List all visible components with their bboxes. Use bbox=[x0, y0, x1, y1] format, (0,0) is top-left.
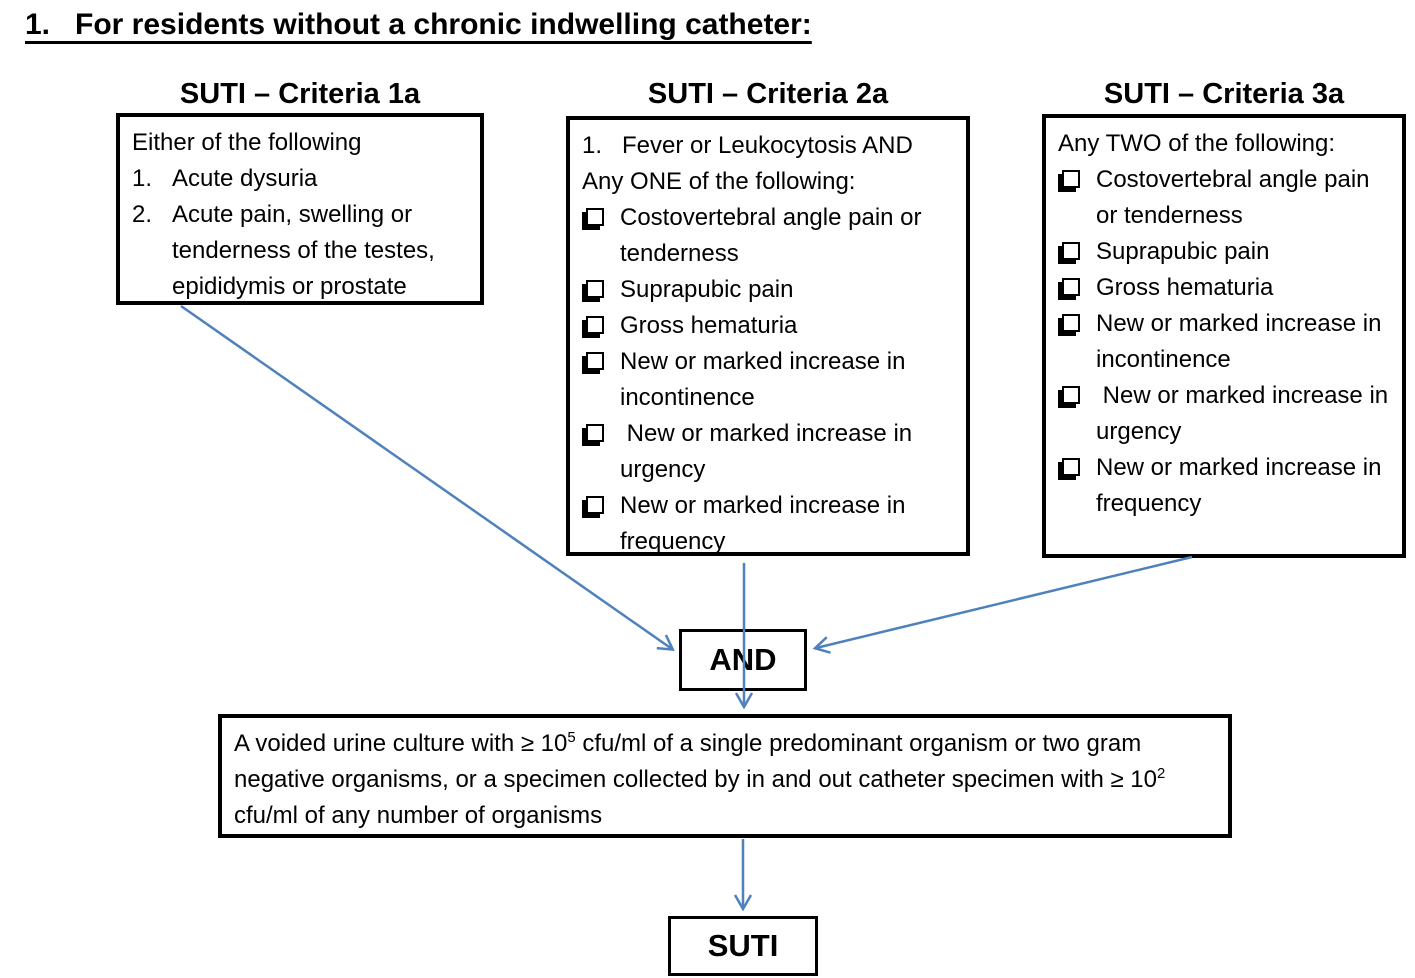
checkbox-icon bbox=[586, 208, 604, 226]
checklist-item-text: New or marked increase in incontinence bbox=[620, 348, 913, 411]
list-item-number: 2. bbox=[132, 201, 153, 228]
checklist-item: Costovertebral angle pain or tenderness bbox=[1058, 162, 1390, 234]
checklist-item: New or marked increase in frequency bbox=[1058, 450, 1390, 522]
list-item-number: 1. bbox=[132, 165, 153, 192]
checklist-item: Suprapubic pain bbox=[582, 272, 954, 308]
checkbox-icon bbox=[586, 280, 604, 298]
criteria1-intro: Either of the following bbox=[132, 129, 362, 156]
culture-text-part3: cfu/ml of any number of organisms bbox=[234, 766, 1172, 829]
arrow-criteria3-to-and bbox=[816, 555, 1193, 648]
checklist-item-text: Costovertebral angle pain or tenderness bbox=[1096, 166, 1377, 229]
checkbox-icon bbox=[1062, 242, 1080, 260]
criteria3-intro: Any TWO of the following: bbox=[1058, 130, 1336, 157]
culture-text-part1: A voided urine culture with ≥ 10 bbox=[234, 730, 568, 757]
suti-label: SUTI bbox=[707, 928, 779, 963]
and-label: AND bbox=[709, 642, 777, 677]
criteria2-checklist: Costovertebral angle pain or tenderness … bbox=[582, 200, 954, 560]
culture-text: A voided urine culture with ≥ 105 cfu/ml… bbox=[222, 718, 1228, 842]
checklist-item: Suprapubic pain bbox=[1058, 234, 1390, 270]
numbered-list-item: 2. Acute pain, swelling or tenderness of… bbox=[132, 197, 468, 305]
suti-box: SUTI bbox=[668, 916, 818, 976]
list-item-text: Acute dysuria bbox=[172, 165, 318, 192]
criteria1-box: Either of the following 1. Acute dysuria… bbox=[116, 113, 484, 305]
checklist-item-text: New or marked increase in urgency bbox=[620, 420, 919, 483]
checklist-item-text: Suprapubic pain bbox=[1096, 238, 1270, 265]
checkbox-icon bbox=[586, 424, 604, 442]
criteria3-checklist: Costovertebral angle pain or tenderness … bbox=[1058, 162, 1390, 522]
checkbox-icon bbox=[586, 316, 604, 334]
checklist-item: New or marked increase in incontinence bbox=[582, 344, 954, 416]
checklist-item-text: New or marked increase in frequency bbox=[1096, 454, 1389, 517]
criteria3-header: SUTI – Criteria 3a bbox=[1103, 78, 1345, 110]
checklist-item-text: New or marked increase in urgency bbox=[1096, 382, 1395, 445]
checklist-item: New or marked increase in incontinence bbox=[1058, 306, 1390, 378]
criteria2-line2: Any ONE of the following: bbox=[582, 168, 856, 195]
checklist-item: New or marked increase in urgency bbox=[1058, 378, 1390, 450]
criteria2-box: 1. Fever or Leukocytosis AND Any ONE of … bbox=[566, 116, 970, 556]
checklist-item-text: Gross hematuria bbox=[620, 312, 798, 339]
culture-box: A voided urine culture with ≥ 105 cfu/ml… bbox=[218, 714, 1232, 838]
criteria2-header: SUTI – Criteria 2a bbox=[647, 78, 889, 110]
and-box: AND bbox=[679, 629, 807, 691]
checkbox-icon bbox=[1062, 458, 1080, 476]
checkbox-icon bbox=[1062, 278, 1080, 296]
checklist-item-text: Suprapubic pain bbox=[620, 276, 794, 303]
checklist-item: Gross hematuria bbox=[582, 308, 954, 344]
checkbox-icon bbox=[586, 352, 604, 370]
numbered-list-item: 1. Acute dysuria bbox=[132, 161, 468, 197]
criteria1-header: SUTI – Criteria 1a bbox=[179, 78, 421, 110]
checklist-item: New or marked increase in frequency bbox=[582, 488, 954, 560]
criteria3-box: Any TWO of the following: Costovertebral… bbox=[1042, 114, 1406, 558]
checkbox-icon bbox=[586, 496, 604, 514]
list-item-text: Acute pain, swelling or tenderness of th… bbox=[172, 201, 442, 300]
checkbox-icon bbox=[1062, 170, 1080, 188]
criteria2-line1: 1. Fever or Leukocytosis AND bbox=[582, 132, 913, 159]
culture-text-part2: cfu/ml of a single predominant organism … bbox=[234, 730, 1158, 793]
criteria1-numbered-list: 1. Acute dysuria 2. Acute pain, swelling… bbox=[132, 161, 468, 305]
checkbox-icon bbox=[1062, 314, 1080, 332]
culture-superscript-1: 5 bbox=[567, 730, 576, 746]
checklist-item: New or marked increase in urgency bbox=[582, 416, 954, 488]
checklist-item-text: New or marked increase in incontinence bbox=[1096, 310, 1389, 373]
culture-superscript-2: 2 bbox=[1157, 766, 1166, 782]
checkbox-icon bbox=[1062, 386, 1080, 404]
checklist-item-text: New or marked increase in frequency bbox=[620, 492, 913, 555]
checklist-item-text: Costovertebral angle pain or tenderness bbox=[620, 204, 929, 267]
checklist-item: Costovertebral angle pain or tenderness bbox=[582, 200, 954, 272]
checklist-item: Gross hematuria bbox=[1058, 270, 1390, 306]
checklist-item-text: Gross hematuria bbox=[1096, 274, 1274, 301]
page-title: 1. For residents without a chronic indwe… bbox=[25, 8, 812, 41]
